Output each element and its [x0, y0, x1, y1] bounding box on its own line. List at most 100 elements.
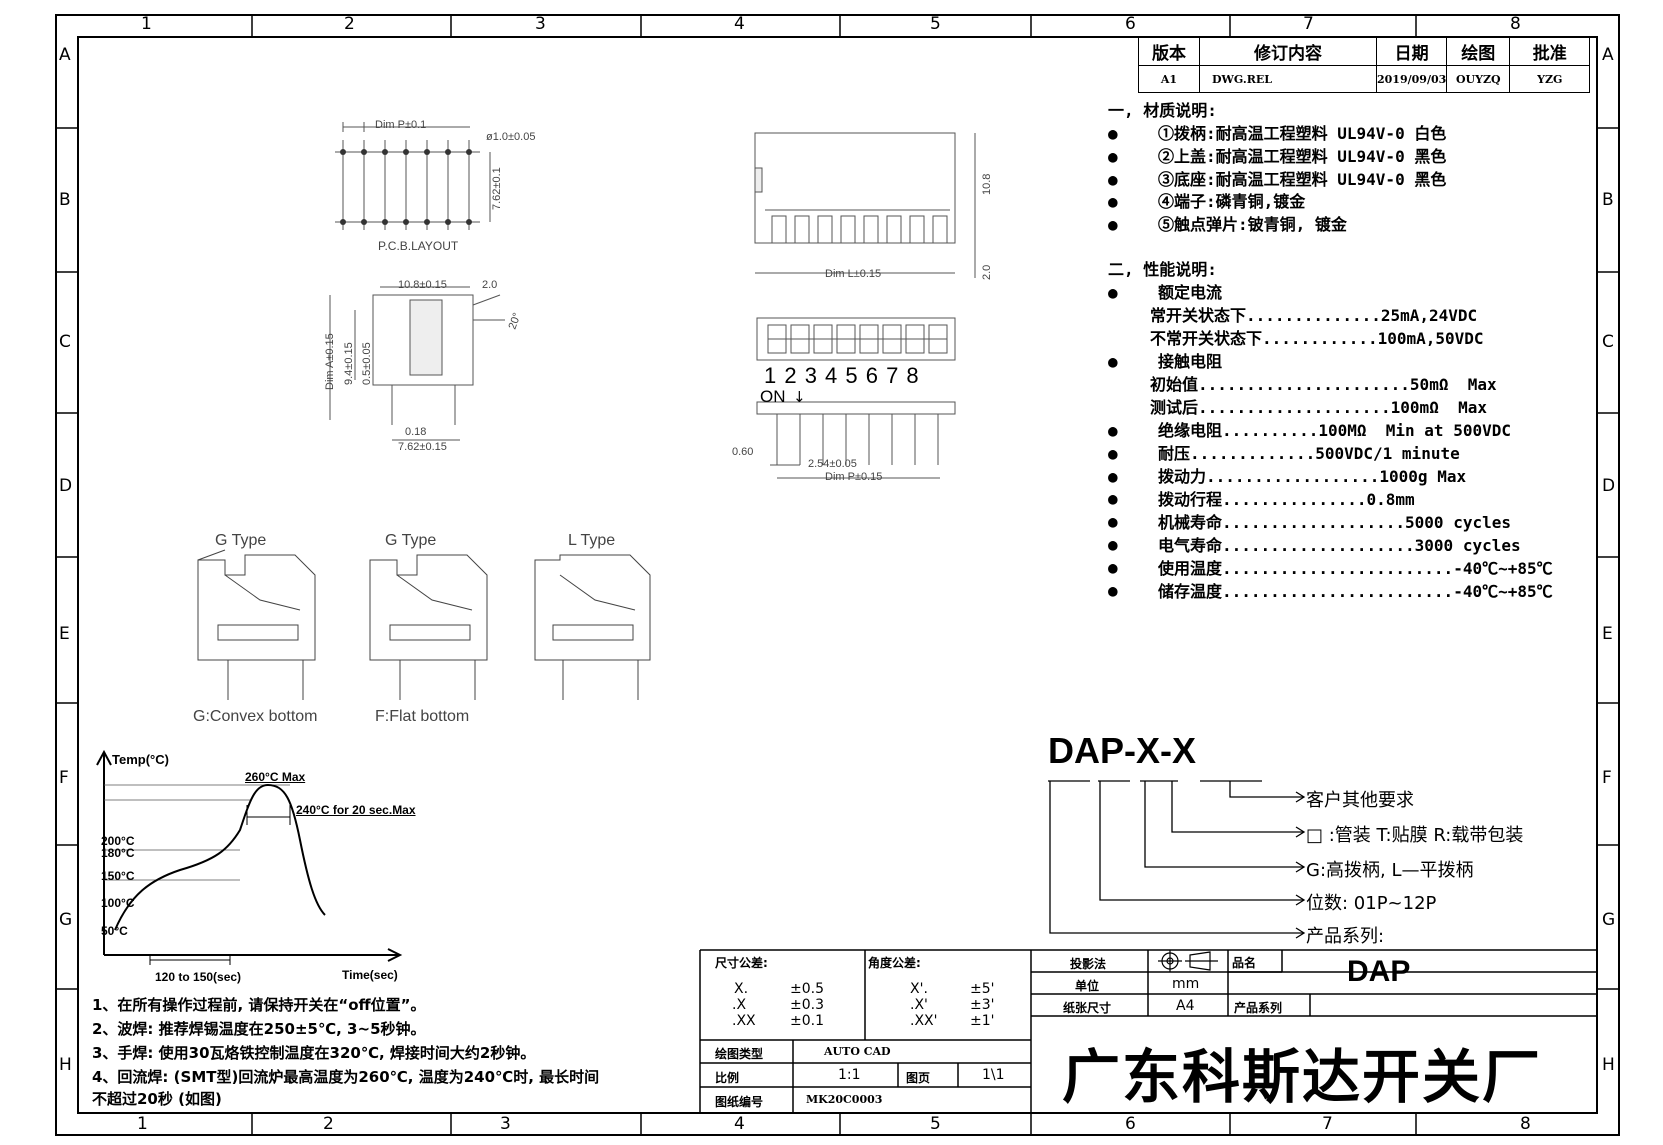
- product-name-value: DAP: [1347, 955, 1411, 988]
- perf-item-7: 使用温度........................-40℃~+85℃: [1158, 559, 1553, 578]
- drawing-no-label: 图纸编号: [715, 1095, 764, 1109]
- pcb-hole-label: ø1.0±0.05: [486, 131, 535, 143]
- zone-col-4-bottom: 4: [734, 1114, 745, 1134]
- reflow-curve: [114, 783, 326, 931]
- zone-row-d-right: D: [1602, 476, 1616, 496]
- perf-item-5: 机械寿命...................5000 cycles: [1158, 513, 1511, 532]
- ang-tol-xxx: .XX': [910, 1013, 938, 1029]
- material-item-5: ⑤触点弹片:铍青铜, 镀金: [1158, 215, 1347, 234]
- ang-tol-xx: .X': [910, 997, 928, 1013]
- zone-col-7-bottom: 7: [1322, 1114, 1333, 1134]
- side-2-label: 2.0: [482, 279, 497, 291]
- t200-label: 200°C: [101, 834, 135, 848]
- preheat-label: 120 to 150(sec): [155, 970, 242, 984]
- front-on-label: ON: [760, 387, 786, 406]
- note-1: 1、在所有操作过程前, 请保持开关在“off位置”。: [92, 996, 426, 1014]
- material-bullets: ● ● ● ● ●: [1108, 124, 1118, 235]
- front-view-drawing: [756, 317, 956, 479]
- front-on-arrow: ↓: [793, 388, 806, 406]
- rev-version: A1: [1138, 65, 1200, 93]
- side-762-label: 7.62±0.15: [398, 441, 447, 453]
- initial-value-line: 初始值......................50mΩ Max: [1150, 375, 1497, 394]
- projection-symbol-icon: [1158, 950, 1218, 972]
- ang-tol-label: 角度公差:: [868, 956, 921, 970]
- rev-content: DWG.REL: [1199, 65, 1377, 93]
- ang-tol-xxx-value: ±1': [970, 1013, 995, 1029]
- revision-header-row: 版本 修订内容 日期 绘图 批准: [1138, 37, 1591, 66]
- t50-label: 50°C: [101, 924, 128, 938]
- zone-row-f-left: F: [59, 768, 69, 788]
- zone-col-8-top: 8: [1510, 14, 1521, 34]
- side-20-label: 20°: [507, 311, 524, 331]
- zone-col-2-top: 2: [344, 14, 355, 34]
- cross-section-g-convex: [197, 549, 316, 700]
- zone-row-a-left: A: [59, 45, 71, 65]
- front-254-label: 2.54±0.05: [808, 458, 857, 470]
- t150-label: 150°C: [101, 869, 135, 883]
- perf-item-4: 拨动行程...............0.8mm: [1158, 490, 1415, 509]
- zone-row-c-left: C: [59, 332, 71, 352]
- legend-series: 产品系列:: [1306, 926, 1385, 947]
- zone-row-h-left: H: [59, 1055, 72, 1075]
- type1-label: G Type: [215, 532, 266, 549]
- after-test-line: 测试后....................100mΩ Max: [1150, 398, 1487, 417]
- part-number-code: DAP-X-X: [1048, 730, 1197, 771]
- zone-col-5-bottom: 5: [930, 1114, 941, 1134]
- ang-tol-x-value: ±5': [970, 981, 995, 997]
- hold-temp-label: 240°C for 20 sec.Max: [296, 803, 416, 817]
- zone-col-1-bottom: 1: [137, 1114, 148, 1134]
- material-item-2: ②上盖:耐高温工程塑料 UL94V-0 黑色: [1158, 147, 1447, 166]
- zone-col-2-bottom: 2: [323, 1114, 334, 1134]
- top-height-label: 10.8: [981, 174, 993, 195]
- note-2: 2、波焊: 推荐焊锡温度在250±5℃, 3~5秒钟。: [92, 1020, 426, 1038]
- perf-item-8: 储存温度........................-40℃~+85℃: [1158, 582, 1553, 601]
- t180-label: 180°C: [101, 846, 135, 860]
- unit-value: mm: [1172, 976, 1200, 992]
- perf-item-6: 电气寿命....................3000 cycles: [1158, 536, 1521, 555]
- note-3: 3、手焊: 使用30瓦烙铁控制温度在320℃, 焊接时间大约2秒钟。: [92, 1044, 536, 1062]
- drawing-type-label: 绘图类型: [715, 1047, 764, 1061]
- side-05-label: 0.5±0.05: [361, 342, 373, 385]
- type3-label: L Type: [568, 532, 615, 549]
- time-axis-label: Time(sec): [342, 968, 398, 982]
- peak-temp-label: 260°C Max: [245, 770, 306, 784]
- side-018-label: 0.18: [405, 426, 426, 438]
- pcb-title: P.C.B.LAYOUT: [378, 239, 459, 253]
- perf-item-1: 绝缘电阻..........100MΩ Min at 500VDC: [1158, 421, 1511, 440]
- zone-row-b-right: B: [1602, 190, 1614, 210]
- zone-row-h-right: H: [1602, 1055, 1615, 1075]
- cross-section-l-type: [534, 554, 651, 700]
- top-view-drawing: [754, 132, 976, 278]
- perf-bullet-1: ●: [1108, 283, 1118, 302]
- zone-row-g-right: G: [1602, 910, 1616, 930]
- rated-current-label: 额定电流: [1158, 283, 1223, 302]
- side-94-label: 9.4±0.15: [343, 342, 355, 385]
- zone-col-6-top: 6: [1125, 14, 1136, 34]
- pcb-row-label: 7.62±0.1: [491, 167, 503, 210]
- scale-label: 比例: [715, 1071, 740, 1085]
- zone-col-4-top: 4: [734, 14, 745, 34]
- front-dim-p-label: Dim P±0.15: [825, 471, 882, 483]
- rev-header-version: 版本: [1138, 37, 1200, 66]
- material-item-3: ③底座:耐高温工程塑料 UL94V-0 黑色: [1158, 170, 1447, 189]
- contact-resistance-label: 接触电阻: [1158, 352, 1223, 371]
- top-dim-l-label: Dim L±0.15: [825, 268, 881, 280]
- perf-item-2: 耐压.............500VDC/1 minute: [1158, 444, 1460, 463]
- paper-label: 纸张尺寸: [1063, 1001, 1112, 1015]
- rev-approved: YZG: [1509, 65, 1591, 93]
- zone-row-f-right: F: [1602, 768, 1612, 788]
- zone-row-g-left: G: [59, 910, 73, 930]
- zone-row-b-left: B: [59, 190, 71, 210]
- type2-label: G Type: [385, 532, 436, 549]
- side-width-label: 10.8±0.15: [398, 279, 447, 291]
- side-view-drawing: [329, 286, 505, 441]
- performance-title: 二, 性能说明:: [1108, 260, 1217, 279]
- rev-header-date: 日期: [1375, 37, 1448, 66]
- note-4: 4、回流焊: (SMT型)回流炉最高温度为260℃, 温度为240℃时, 最长时…: [92, 1068, 600, 1086]
- ang-tol-x: X'.: [910, 981, 928, 997]
- non-normal-line: 不常开关状态下............100mA,50VDC: [1150, 329, 1484, 348]
